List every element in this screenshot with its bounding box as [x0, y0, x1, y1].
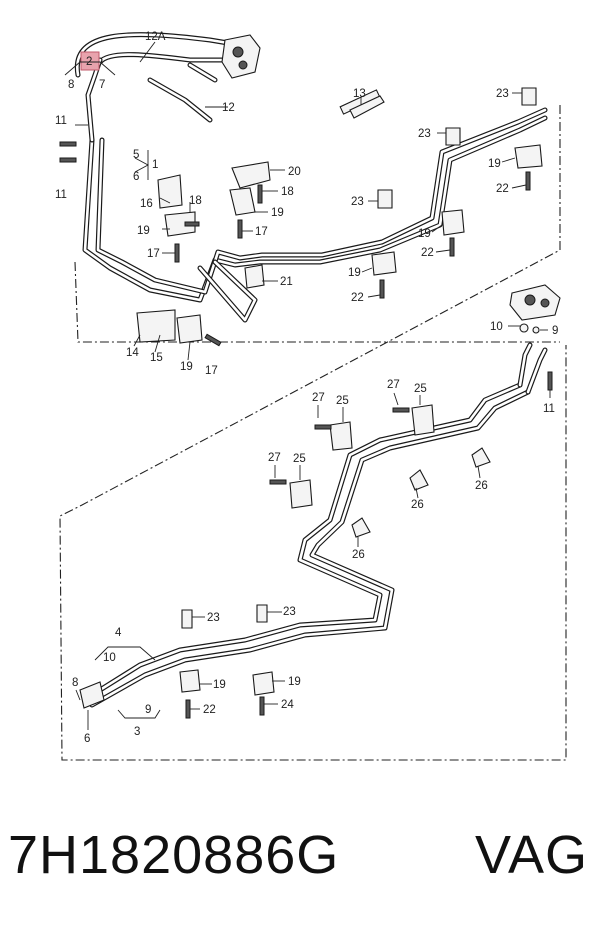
callout-19: 19 — [288, 676, 301, 688]
valve-block-lower — [509, 284, 561, 321]
callout-3: 3 — [134, 726, 140, 738]
callout-27: 27 — [268, 452, 281, 464]
callout-8: 8 — [68, 79, 74, 91]
callout-23: 23 — [418, 128, 431, 140]
callout-19: 19 — [271, 207, 284, 219]
callout-7: 7 — [99, 79, 105, 91]
callout-22: 22 — [203, 704, 216, 716]
callout-23: 23 — [496, 88, 509, 100]
callout-1: 1 — [152, 159, 158, 171]
callout-10: 10 — [103, 652, 116, 664]
callout-12: 12 — [222, 102, 235, 114]
callout-22: 22 — [351, 292, 364, 304]
callout-19: 19 — [180, 361, 193, 373]
callout-9: 9 — [552, 325, 558, 337]
callout-9: 9 — [145, 704, 151, 716]
callout-6: 6 — [133, 171, 139, 183]
caption-bar: 7H1820886G VAG — [0, 815, 600, 895]
callout-13: 13 — [353, 88, 366, 100]
callout-11: 11 — [543, 403, 555, 415]
callout-22: 22 — [421, 247, 434, 259]
callout-17: 17 — [147, 248, 160, 260]
callout-19: 19 — [137, 225, 150, 237]
callout-14: 14 — [126, 347, 139, 359]
callout-18: 18 — [189, 195, 202, 207]
callout-23: 23 — [207, 612, 220, 624]
lower-pipe-assembly — [89, 342, 548, 708]
parts-diagram: 12A 2 8 7 12 11 5 1 6 11 13 20 18 19 16 … — [55, 31, 567, 761]
callout-5: 5 — [133, 149, 139, 161]
callout-4: 4 — [115, 627, 122, 639]
callout-11: 11 — [55, 189, 67, 201]
callout-21: 21 — [280, 276, 293, 288]
callout-27: 27 — [387, 379, 400, 391]
valve-block-upper — [221, 34, 261, 79]
callout-25: 25 — [414, 383, 427, 395]
part-number: 7H1820886G — [8, 825, 340, 885]
callout-22: 22 — [496, 183, 509, 195]
callout-6: 6 — [84, 733, 90, 745]
callout-26: 26 — [475, 480, 488, 492]
callout-19: 19 — [418, 228, 431, 240]
callout-19: 19 — [488, 158, 501, 170]
lower-small-parts — [79, 323, 553, 719]
callout-8: 8 — [72, 677, 78, 689]
callout-20: 20 — [288, 166, 301, 178]
callout-2: 2 — [86, 56, 92, 68]
dashed-frame-outline — [59, 105, 567, 761]
callout-10: 10 — [490, 321, 503, 333]
callout-23: 23 — [283, 606, 296, 618]
callout-25: 25 — [293, 453, 306, 465]
callout-11: 11 — [55, 115, 67, 127]
callout-17: 17 — [255, 226, 268, 238]
callout-25: 25 — [336, 395, 349, 407]
callout-16: 16 — [140, 198, 153, 210]
upper-pipe-assembly — [74, 32, 548, 323]
callout-27: 27 — [312, 392, 325, 404]
highlight-box-item-2 — [80, 51, 100, 71]
callout-19: 19 — [348, 267, 361, 279]
callout-15: 15 — [150, 352, 163, 364]
callout-24: 24 — [281, 699, 294, 711]
callout-26: 26 — [411, 499, 424, 511]
callout-23: 23 — [351, 196, 364, 208]
brand-name: VAG — [474, 825, 588, 885]
callout-17: 17 — [205, 365, 218, 377]
callout-labels: 12A 2 8 7 12 11 5 1 6 11 13 20 18 19 16 … — [55, 31, 558, 745]
leader-lines — [64, 41, 551, 730]
upper-small-parts — [59, 87, 543, 347]
callout-18: 18 — [281, 186, 294, 198]
callout-26: 26 — [352, 549, 365, 561]
callout-12a: 12A — [145, 31, 166, 43]
callout-19: 19 — [213, 679, 226, 691]
